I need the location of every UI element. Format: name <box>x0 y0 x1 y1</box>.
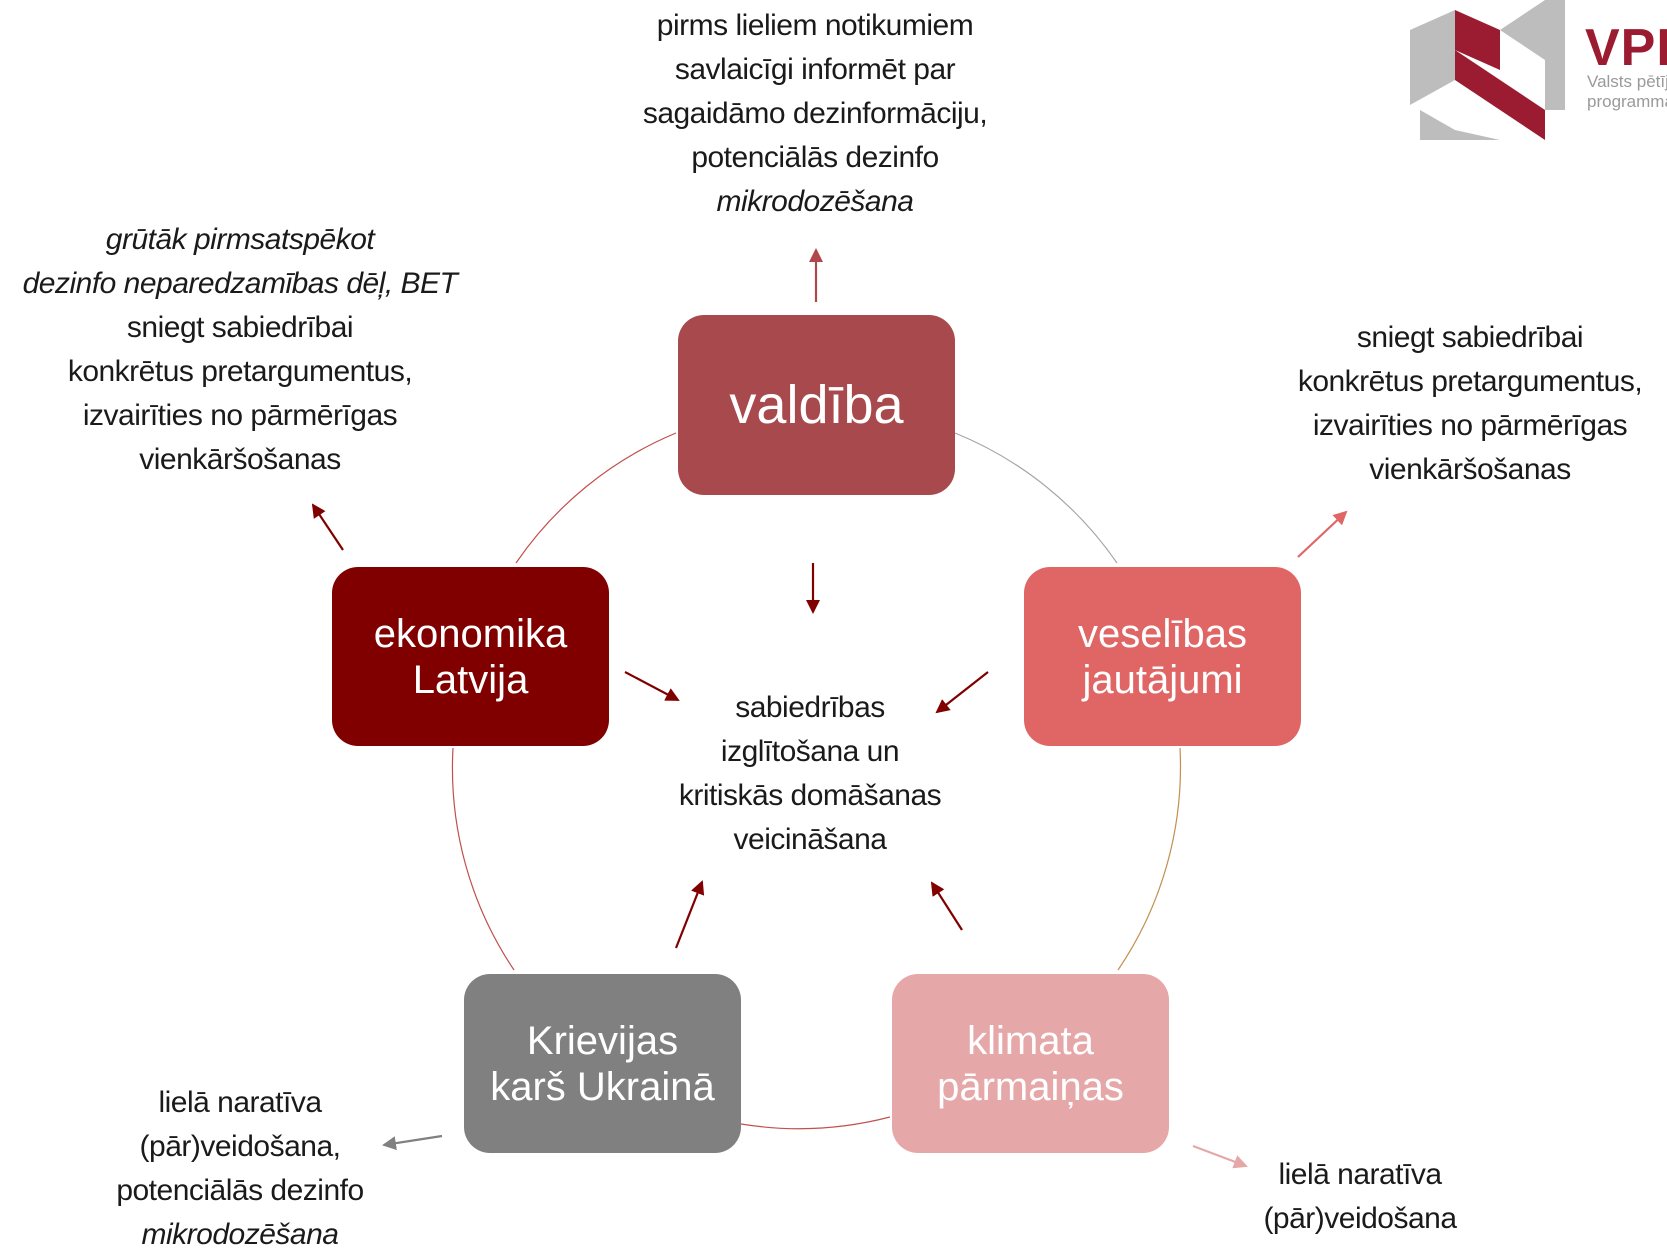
annotation-line: lielā naratīva <box>1278 1158 1442 1191</box>
annotation-bottom-right: lielā naratīva (pār)veidošana <box>1240 1153 1480 1241</box>
annotation-line: izvairīties no pārmērīgas <box>82 399 398 432</box>
annotation-italic-line: mikrodozēšana <box>141 1218 339 1249</box>
annotation-line: sniegt sabiedrībai <box>126 311 354 344</box>
annotation-line: savlaicīgi informēt par <box>674 53 956 86</box>
node-valdiba: valdība <box>678 315 955 495</box>
center-line: sabiedrības <box>735 691 885 724</box>
arrow-ekonomika-to-center <box>624 671 680 701</box>
cycle-arc-valdiba-veseliba <box>954 432 1118 564</box>
annotation-line: (pār)veidošana <box>1263 1202 1457 1235</box>
node-veseliba: veselības jautājumi <box>1024 567 1301 746</box>
center-line: kritiskās domāšanas <box>678 779 942 812</box>
arrow-krievija-to-center <box>674 880 705 949</box>
logo-acronym: VPP <box>1585 19 1667 77</box>
annotation-line: sniegt sabiedrībai <box>1356 321 1584 354</box>
arrow-ekonomika-outward <box>311 503 344 551</box>
cycle-arc-veseliba-klimats <box>1117 747 1182 971</box>
annotation-line: lielā naratīva <box>158 1086 322 1119</box>
annotation-line: konkrētus pretargumentus, <box>67 355 413 388</box>
annotation-line: vienkāršošanas <box>1369 453 1571 486</box>
node-label: valdība <box>729 374 904 435</box>
arrow-veseliba-to-center <box>935 671 989 714</box>
node-label: pārmaiņas <box>937 1064 1124 1109</box>
arrow-krievija-outward <box>382 1134 443 1151</box>
annotation-line: konkrētus pretargumentus, <box>1297 365 1643 398</box>
annotation-right: sniegt sabiedrībai konkrētus pretargumen… <box>1270 316 1667 492</box>
logo-subtitle-line: Valsts pētījumu <box>1587 72 1667 91</box>
node-label: Latvija <box>412 657 529 702</box>
node-label: klimata <box>967 1018 1094 1063</box>
cycle-arc-krievija-ekonomika <box>451 747 515 971</box>
center-line: veicināšana <box>733 823 887 856</box>
node-label: veselības <box>1078 611 1247 656</box>
node-klimats: klimata pārmaiņas <box>892 974 1169 1153</box>
logo-subtitle: Valsts pētījumu programma <box>1587 72 1667 112</box>
arrow-klimats-outward <box>1192 1144 1248 1169</box>
node-label: ekonomika <box>373 611 568 656</box>
logo-subtitle-line: programma <box>1587 92 1667 111</box>
annotation-top: pirms lieliem notikumiem savlaicīgi info… <box>600 4 1030 224</box>
annotation-italic-line: mikrodozēšana <box>716 185 914 218</box>
vpp-logo-icon <box>1410 0 1565 140</box>
arrow-klimats-to-center <box>930 881 963 931</box>
node-ekonomika: ekonomika Latvija <box>332 567 609 746</box>
annotation-line: izvairīties no pārmērīgas <box>1312 409 1628 442</box>
node-label: jautājumi <box>1082 657 1243 702</box>
annotation-italic-line: dezinfo neparedzamības dēļ, BET <box>22 267 458 300</box>
annotation-italic-line: grūtāk pirmsatspēkot <box>105 223 375 256</box>
annotation-line: sagaidāmo dezinformāciju, <box>642 97 988 130</box>
annotation-line: pirms lieliem notikumiem <box>656 9 974 42</box>
annotation-left: grūtāk pirmsatspēkot dezinfo neparedzamī… <box>0 218 480 482</box>
arrow-veseliba-outward <box>1297 510 1348 558</box>
annotation-line: (pār)veidošana, <box>139 1130 341 1163</box>
node-label: karš Ukrainā <box>490 1064 715 1109</box>
cycle-arc-klimats-krievija <box>740 1116 891 1130</box>
annotation-line: potenciālās dezinfo <box>691 141 939 174</box>
cycle-arc-valdiba-ekonomika <box>515 432 677 564</box>
node-label: Krievijas <box>526 1018 679 1063</box>
annotation-line: potenciālās dezinfo <box>116 1174 364 1207</box>
node-krievija: Krievijas karš Ukrainā <box>464 974 741 1153</box>
annotation-line: vienkāršošanas <box>139 443 341 476</box>
center-goal-text: sabiedrības izglītošana un kritiskās dom… <box>640 686 980 862</box>
center-line: izglītošana un <box>720 735 900 768</box>
annotation-bottom-left: lielā naratīva (pār)veidošana, potenciāl… <box>100 1081 380 1249</box>
